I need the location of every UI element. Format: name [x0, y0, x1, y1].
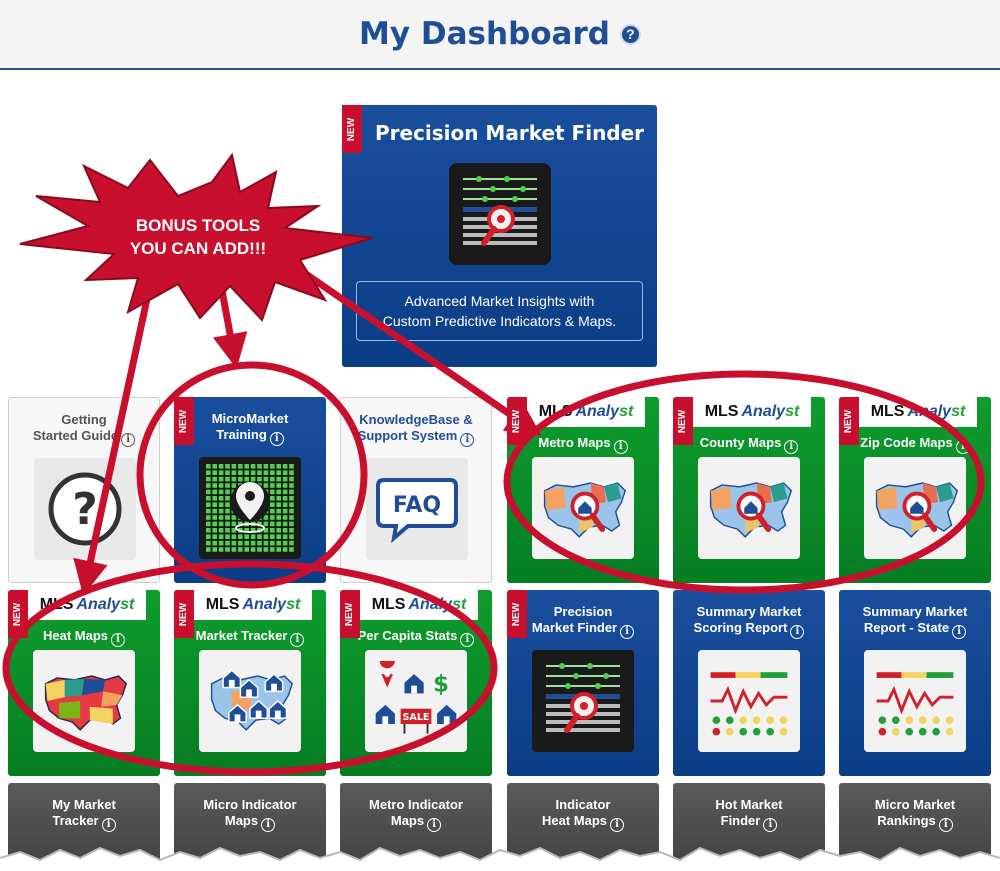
- info-icon[interactable]: i: [460, 433, 475, 447]
- map-pin-grid-icon: [199, 457, 301, 559]
- new-ribbon: NEW: [839, 397, 859, 445]
- score-chart-icon: [864, 650, 966, 752]
- info-icon[interactable]: i: [111, 633, 126, 647]
- sliders-search-icon: [532, 650, 634, 752]
- new-ribbon: NEW: [507, 397, 527, 445]
- info-icon[interactable]: i: [790, 625, 805, 639]
- info-icon[interactable]: i: [613, 440, 628, 454]
- us-heat-map-icon: [33, 650, 135, 752]
- page-title: My Dashboard: [359, 16, 610, 52]
- sliders-search-icon: [449, 163, 551, 265]
- featured-precision-market-finder-tile[interactable]: NEW Precision Market Finder Advanced Mar…: [342, 105, 657, 367]
- info-icon[interactable]: i: [261, 818, 276, 832]
- torn-edge: [0, 846, 1000, 871]
- info-icon[interactable]: i: [427, 818, 442, 832]
- info-icon[interactable]: i: [784, 440, 799, 454]
- info-icon[interactable]: i: [763, 818, 778, 832]
- info-icon[interactable]: i: [938, 818, 953, 832]
- new-ribbon: NEW: [8, 590, 28, 638]
- info-icon[interactable]: i: [101, 818, 116, 832]
- us-map-search-icon: [864, 457, 966, 559]
- new-ribbon: NEW: [174, 590, 194, 638]
- featured-title: Precision Market Finder: [374, 121, 645, 145]
- svg-text:SALE: SALE: [403, 712, 430, 723]
- info-icon[interactable]: i: [620, 625, 635, 639]
- info-icon[interactable]: i: [460, 633, 475, 647]
- info-icon[interactable]: i: [290, 633, 305, 647]
- new-ribbon: NEW: [673, 397, 693, 445]
- svg-text:?: ?: [72, 484, 98, 535]
- sale-houses-icon: $ SALE: [365, 650, 467, 752]
- new-ribbon: NEW: [340, 590, 360, 638]
- svg-text:$: $: [433, 671, 449, 697]
- info-icon[interactable]: i: [121, 433, 136, 447]
- info-icon[interactable]: i: [610, 818, 625, 832]
- house-map-icon: [199, 650, 301, 752]
- question-icon: ?: [34, 458, 136, 560]
- info-icon[interactable]: i: [952, 625, 967, 639]
- info-icon[interactable]: i: [269, 432, 284, 446]
- new-ribbon: NEW: [342, 105, 362, 153]
- svg-text:FAQ: FAQ: [393, 493, 441, 518]
- faq-bubble-icon: FAQ: [366, 458, 468, 560]
- new-ribbon: NEW: [174, 397, 194, 445]
- us-map-search-icon: [532, 457, 634, 559]
- score-chart-icon: [698, 650, 800, 752]
- new-ribbon: NEW: [507, 590, 527, 638]
- us-map-search-icon: [698, 457, 800, 559]
- help-icon[interactable]: ?: [619, 23, 641, 45]
- info-icon[interactable]: i: [955, 440, 970, 454]
- dashboard-header: My Dashboard ?: [0, 0, 1000, 70]
